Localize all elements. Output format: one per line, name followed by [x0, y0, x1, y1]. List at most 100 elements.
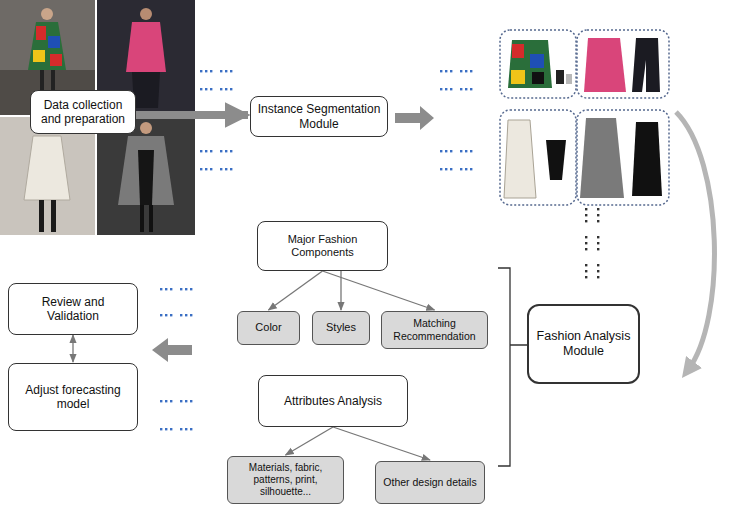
segmented-garments [500, 30, 669, 205]
ellipsis-dot [445, 150, 447, 152]
ellipsis-dot [230, 88, 232, 90]
ellipsis-dot [205, 88, 207, 90]
ellipsis-dot [597, 220, 599, 222]
process-box: Major Fashion Components [257, 221, 388, 271]
process-box: Attributes Analysis [258, 375, 408, 427]
ellipsis-dot [597, 242, 599, 244]
ellipsis-dot [597, 264, 599, 266]
process-box: Instance Segmentation Module [250, 96, 388, 137]
ellipsis-dot [440, 150, 442, 152]
ellipsis-dot [585, 236, 587, 238]
dress [28, 22, 66, 70]
ellipsis-dot [160, 288, 162, 290]
ellipsis-dot [210, 70, 212, 72]
ellipsis-dot [165, 288, 167, 290]
ellipsis-dot [170, 428, 172, 430]
ellipsis-dot [445, 88, 447, 90]
ellipsis-dot [185, 400, 187, 402]
ellipsis-dot [190, 428, 192, 430]
ellipsis-dot [170, 314, 172, 316]
ellipsis-dot [445, 70, 447, 72]
attribute-box: Color [237, 311, 300, 345]
photo-panel [97, 117, 195, 235]
photo-panel [0, 117, 95, 235]
process-box: Data collection and preparation [30, 90, 136, 134]
ellipsis-dot [210, 88, 212, 90]
connector [333, 427, 430, 460]
segment-group [500, 110, 576, 205]
ellipsis-dot [460, 150, 462, 152]
ellipsis-dot [440, 88, 442, 90]
ellipsis-dot [225, 88, 227, 90]
ellipsis-dot [225, 150, 227, 152]
leg [140, 205, 144, 232]
ellipsis-dot [465, 168, 467, 170]
ellipsis-dot [597, 248, 599, 250]
ellipsis-dot [585, 220, 587, 222]
model-head [140, 8, 152, 20]
ellipsis-dot [220, 168, 222, 170]
node-label: Matching Recommendation [388, 317, 481, 342]
connector [72, 335, 73, 362]
leg [51, 200, 56, 232]
ellipsis-dot [185, 428, 187, 430]
node-label: Color [255, 321, 281, 334]
ellipsis-dot [185, 288, 187, 290]
ellipsis-dot [597, 236, 599, 238]
leg [39, 200, 44, 232]
node-label: Materials, fabric, patterns, print, silh… [234, 462, 337, 498]
ellipsis-dot [165, 314, 167, 316]
ellipsis-dot [165, 400, 167, 402]
attribute-box: Materials, fabric, patterns, print, silh… [227, 456, 344, 504]
model-head [41, 8, 53, 20]
ellipsis-dot [210, 150, 212, 152]
garment-patch [530, 54, 544, 68]
ellipsis-dot [460, 168, 462, 170]
ellipsis-dot [585, 208, 587, 210]
connector [269, 271, 323, 310]
garment [632, 38, 660, 92]
ellipsis-dot [190, 314, 192, 316]
ellipsis-dot [165, 428, 167, 430]
ellipsis-dot [465, 70, 467, 72]
ellipsis-dot [460, 70, 462, 72]
garment [508, 40, 552, 88]
ellipsis-dot [200, 150, 202, 152]
ellipsis-dot [180, 314, 182, 316]
ellipsis-dot [470, 168, 472, 170]
ellipsis-dot [460, 88, 462, 90]
segment-group [577, 110, 669, 205]
ellipsis-dot [585, 214, 587, 216]
leg [149, 205, 153, 232]
ellipsis-dot [210, 168, 212, 170]
node-label: Data collection and preparation [37, 98, 129, 127]
ellipsis-dot [440, 168, 442, 170]
ellipsis-dot [470, 150, 472, 152]
connector [323, 271, 435, 310]
shoe [566, 74, 572, 84]
node-label: Attributes Analysis [284, 394, 382, 408]
segment-group [500, 30, 576, 98]
ellipsis-dot [220, 88, 222, 90]
ellipsis-dot [465, 150, 467, 152]
ellipsis-dot [170, 400, 172, 402]
ellipsis-dot [585, 276, 587, 278]
ellipsis-dot [200, 70, 202, 72]
flow-arrow [152, 338, 192, 362]
ellipsis-dot [230, 70, 232, 72]
curved-arrow [676, 112, 714, 370]
ellipsis-dot [225, 168, 227, 170]
ellipsis-dot [200, 168, 202, 170]
node-label: Review and Validation [15, 295, 131, 324]
node-label: Major Fashion Components [264, 233, 381, 259]
ellipsis-dot [230, 150, 232, 152]
bracket [498, 268, 527, 466]
node-label: Adjust forecasting model [15, 383, 131, 412]
flow-arrow [395, 106, 434, 130]
dress-patch [33, 50, 45, 62]
ellipsis-dot [450, 168, 452, 170]
ellipsis-dot [225, 70, 227, 72]
ellipsis-dot [180, 400, 182, 402]
segment-group [577, 30, 669, 98]
dress-patch [36, 26, 46, 40]
